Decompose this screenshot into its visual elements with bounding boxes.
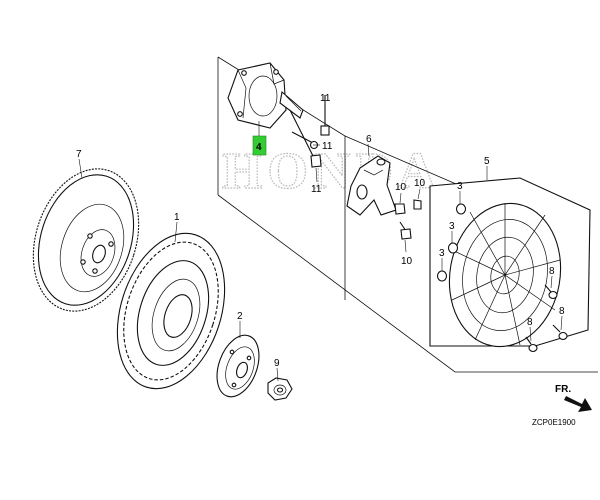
part-10-bolt-c[interactable] [399, 221, 412, 240]
callout-8-a: 8 [549, 266, 555, 277]
fr-label: FR. [555, 384, 571, 395]
part-10-bolt-b[interactable] [413, 199, 422, 210]
part-8-screw-b[interactable] [552, 324, 568, 341]
part-5-fan-cover[interactable] [429, 177, 591, 355]
callout-7: 7 [76, 149, 82, 160]
callout-3-b: 3 [449, 221, 455, 232]
callout-11-middle: 11 [322, 141, 333, 152]
callout-2: 2 [237, 311, 243, 322]
callout-11-lower: 11 [311, 184, 322, 195]
part-3-grommet-c[interactable] [436, 270, 448, 282]
callout-8-c: 8 [527, 317, 533, 328]
leader-lines [78, 95, 563, 382]
part-4-highlight [252, 135, 267, 156]
part-11-bolt-lower[interactable] [289, 109, 322, 168]
callout-5: 5 [484, 156, 490, 167]
part-6-mount-bracket[interactable] [346, 155, 397, 216]
part-3-grommet-b[interactable] [447, 242, 459, 254]
diagram-code: ZCP0E1900 [532, 418, 576, 427]
callout-11-top: 11 [320, 93, 331, 104]
callout-10-b: 10 [414, 178, 426, 189]
callout-3-c: 3 [439, 248, 445, 259]
callout-6: 6 [366, 134, 372, 145]
part-8-screw-a[interactable] [544, 284, 558, 300]
fr-arrow-icon [564, 396, 592, 412]
callout-10-a: 10 [395, 182, 407, 193]
callout-9: 9 [274, 358, 280, 369]
callout-4: 4 [256, 142, 262, 153]
callout-8-b: 8 [559, 306, 565, 317]
front-direction-indicator: FR. [555, 384, 592, 412]
part-4-stator-housing[interactable] [227, 62, 304, 129]
part-2-rotor-plate[interactable] [209, 329, 267, 402]
part-7-flywheel[interactable] [16, 155, 156, 325]
part-9-hex-nut[interactable] [267, 377, 293, 401]
part-10-bolt-a[interactable] [394, 203, 406, 215]
callout-1: 1 [174, 212, 180, 223]
part-1-rotor-fan[interactable] [99, 219, 244, 402]
callout-3-a: 3 [457, 181, 463, 192]
part-3-grommet-a[interactable] [455, 203, 467, 215]
callouts: 7 1 2 9 6 4 11 11 11 10 10 10 5 3 3 3 8 … [76, 93, 565, 369]
callout-10-c: 10 [401, 256, 413, 267]
part-8-screw-c[interactable] [525, 336, 538, 353]
